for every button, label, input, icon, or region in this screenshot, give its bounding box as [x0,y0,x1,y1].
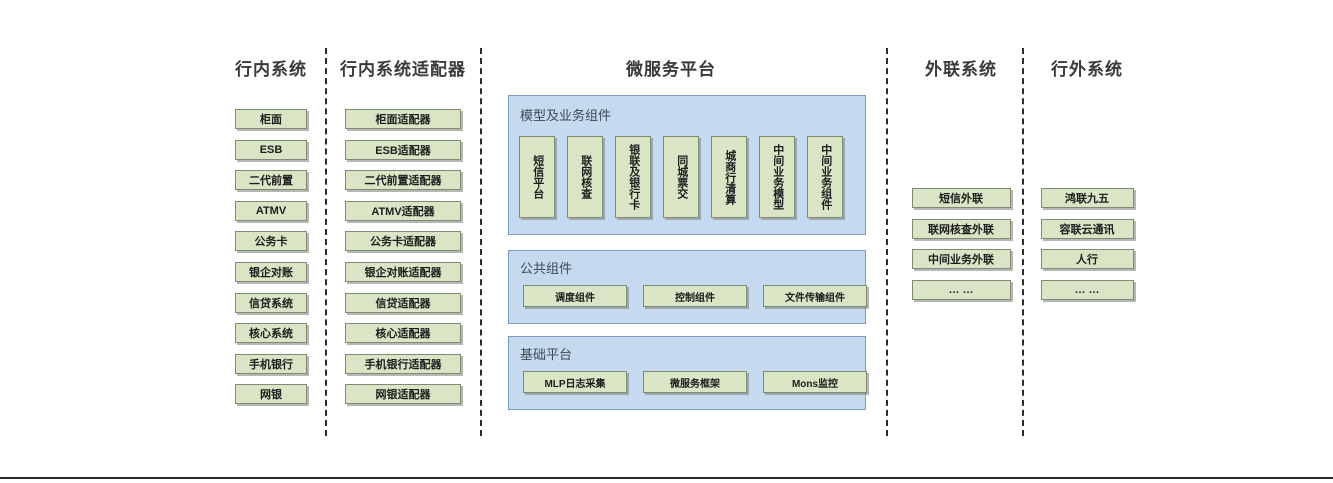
node-public-components-0[interactable]: 调度组件 [523,285,627,307]
node-model-business-components-2[interactable]: 银联及银行卡 [615,136,651,218]
node-internal-system-adapters-5[interactable]: 银企对账适配器 [345,262,461,282]
node-external-liaison-systems-2[interactable]: 中间业务外联 [911,249,1011,269]
node-internal-system-adapters-2[interactable]: 二代前置适配器 [345,170,461,190]
node-model-business-components-5[interactable]: 中间业务模型 [759,136,795,218]
node-model-business-components-0[interactable]: 短信平台 [519,136,555,218]
column-separator-1 [325,48,327,436]
node-internal-system-adapters-1[interactable]: ESB适配器 [345,140,461,160]
node-internal-system-adapters-3[interactable]: ATMV适配器 [345,201,461,221]
node-internal-systems-5[interactable]: 银企对账 [235,262,307,282]
node-outside-bank-systems-0[interactable]: 鸿联九五 [1040,188,1134,208]
node-outside-bank-systems-3[interactable]: … … [1040,280,1134,300]
node-base-platform-1[interactable]: 微服务框架 [643,371,747,393]
node-base-platform-0[interactable]: MLP日志采集 [523,371,627,393]
node-internal-systems-1[interactable]: ESB [235,140,307,160]
node-internal-system-adapters-8[interactable]: 手机银行适配器 [345,354,461,374]
column-title-outside-bank-systems: 行外系统 [1051,60,1123,79]
node-internal-system-adapters-4[interactable]: 公务卡适配器 [345,231,461,251]
column-separator-4 [1022,48,1024,436]
node-internal-systems-2[interactable]: 二代前置 [235,170,307,190]
column-separator-3 [886,48,888,436]
node-internal-systems-0[interactable]: 柜面 [235,109,307,129]
node-external-liaison-systems-1[interactable]: 联网核查外联 [911,219,1011,239]
column-title-external-liaison-systems: 外联系统 [925,60,997,79]
node-model-business-components-4[interactable]: 城商行清算 [711,136,747,218]
node-internal-systems-6[interactable]: 信贷系统 [235,293,307,313]
node-model-business-components-1[interactable]: 联网核查 [567,136,603,218]
page-bottom-rule [0,477,1333,479]
node-internal-systems-9[interactable]: 网银 [235,384,307,404]
column-title-microservice-platform: 微服务平台 [626,60,716,79]
node-public-components-1[interactable]: 控制组件 [643,285,747,307]
node-outside-bank-systems-2[interactable]: 人行 [1040,249,1134,269]
node-external-liaison-systems-0[interactable]: 短信外联 [911,188,1011,208]
column-separator-2 [480,48,482,436]
node-internal-system-adapters-7[interactable]: 核心适配器 [345,323,461,343]
panel-title-base-platform: 基础平台 [520,347,573,362]
node-internal-system-adapters-0[interactable]: 柜面适配器 [345,109,461,129]
node-base-platform-2[interactable]: Mons监控 [763,371,867,393]
node-internal-systems-7[interactable]: 核心系统 [235,323,307,343]
node-model-business-components-3[interactable]: 同城票交 [663,136,699,218]
node-model-business-components-6[interactable]: 中间业务组件 [807,136,843,218]
panel-title-model-business-components: 模型及业务组件 [520,108,612,123]
panel-title-public-components: 公共组件 [520,261,573,276]
node-internal-systems-4[interactable]: 公务卡 [235,231,307,251]
node-external-liaison-systems-3[interactable]: … … [911,280,1011,300]
node-internal-systems-8[interactable]: 手机银行 [235,354,307,374]
node-internal-system-adapters-9[interactable]: 网银适配器 [345,384,461,404]
column-title-internal-system-adapters: 行内系统适配器 [340,60,466,79]
node-outside-bank-systems-1[interactable]: 容联云通讯 [1040,219,1134,239]
node-internal-systems-3[interactable]: ATMV [235,201,307,221]
column-title-internal-systems: 行内系统 [235,60,307,79]
node-public-components-2[interactable]: 文件传输组件 [763,285,867,307]
node-internal-system-adapters-6[interactable]: 信贷适配器 [345,293,461,313]
